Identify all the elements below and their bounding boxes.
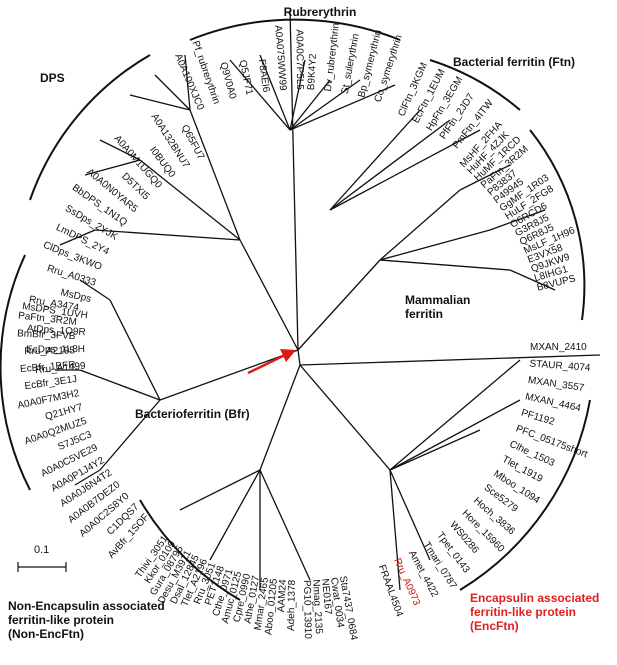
bracket-encftn	[459, 399, 591, 591]
bracket-mammalian	[529, 129, 586, 321]
leaf-label: EcDps_1L8H	[26, 344, 85, 356]
label-dps: DPS	[40, 71, 65, 85]
leaf-label: PG10_13910	[301, 580, 313, 640]
leaf-labels: Q65FU7A0A132BNU7I0BUQ0A0A0M1UGQ0D5TXI5A0…	[17, 22, 592, 641]
leaf-label: B9K4Y2	[306, 53, 319, 91]
leaf-label: Rru_A2195	[24, 345, 75, 357]
label-non-encftn-1: Non-Encapsulin associated	[8, 599, 165, 613]
label-encftn-2: ferritin-like protein	[470, 605, 576, 619]
leaf-label: Rru_A1499	[35, 361, 87, 376]
leaf-label: A0A0C7P5L5	[293, 29, 305, 90]
leaf-label: Dv_rubrerythrin	[323, 22, 342, 92]
scale-bar: 0.1	[17, 544, 67, 572]
leaf-label: MXAN_3557	[527, 375, 585, 394]
label-non-encftn-2: ferritin-like protein	[8, 613, 114, 627]
leaf-label: Nmag_2135	[310, 579, 324, 634]
leaf-label: A0A075WW99	[272, 25, 288, 92]
bracket-ftn	[429, 59, 521, 111]
bracket-rubrerythrin	[189, 18, 401, 41]
leaf-label: STAUR_4074	[529, 359, 591, 374]
leaf-label: AAM24	[276, 579, 289, 613]
label-mammalian-1: Mammalian	[405, 293, 470, 307]
group-brackets	[0, 18, 591, 601]
label-encftn-1: Encapsulin associated	[470, 591, 599, 605]
label-mammalian-2: ferritin	[405, 307, 443, 321]
leaf-label: Q5JF71	[237, 59, 255, 96]
bracket-nonencftn	[139, 499, 241, 601]
scale-label: 0.1	[34, 544, 49, 556]
bracket-dps	[29, 54, 151, 201]
leaf-label: PF1192	[520, 408, 556, 428]
label-rubrerythrin: Rubrerythrin	[284, 5, 357, 19]
leaf-label: F8AEI6	[256, 58, 272, 93]
label-non-encftn-3: (Non-EncFtn)	[8, 627, 84, 641]
label-bacterioferritin: Bacterioferritin (Bfr)	[135, 407, 250, 421]
label-bacterial-ferritin: Bacterial ferritin (Ftn)	[453, 55, 575, 69]
tree-branches	[55, 9, 601, 591]
leaf-label: Adeh_1378	[286, 579, 298, 631]
leaf-label: Q9V0A0	[217, 61, 238, 101]
bracket-bfr	[0, 254, 31, 491]
root-arrow	[247, 349, 296, 375]
leaf-label: NE0167	[319, 578, 333, 615]
leaf-label: MXAN_2410	[530, 342, 587, 353]
leaf-label: BmBfr_3FVB	[17, 328, 76, 342]
leaf-label: AtDps_1O9R	[27, 323, 87, 338]
label-encftn-3: (EncFtn)	[470, 619, 519, 633]
leaf-label: EcBfr_1BFR	[20, 360, 76, 375]
